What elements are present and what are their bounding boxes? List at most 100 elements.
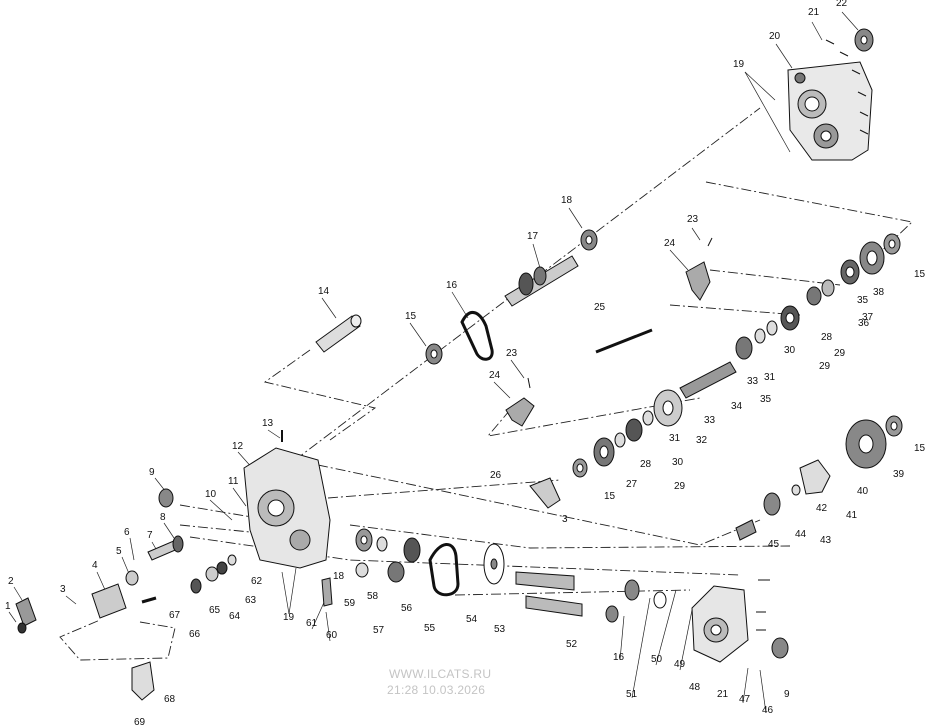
part-callout: 37 xyxy=(862,312,874,323)
part-callout: 15 xyxy=(604,491,616,502)
primary-shaft xyxy=(504,255,579,307)
part-callout: 21 xyxy=(808,7,820,18)
part-callout: 43 xyxy=(820,535,832,546)
part-callout: 10 xyxy=(205,489,217,500)
part-callout: 19 xyxy=(733,59,745,70)
part-callout: 57 xyxy=(373,625,385,636)
part-callout: 67 xyxy=(169,610,181,621)
part-callout: 39 xyxy=(893,469,905,480)
bearing xyxy=(425,343,443,365)
part-callout: 13 xyxy=(262,418,274,429)
part-callout: 18 xyxy=(561,195,573,206)
part-callout: 29 xyxy=(819,361,831,372)
part-callout: 31 xyxy=(669,433,681,444)
main-case xyxy=(243,430,331,569)
left-cover xyxy=(691,579,789,663)
part-callout: 28 xyxy=(821,332,833,343)
part-callout: 49 xyxy=(674,659,686,670)
part-callout: 1 xyxy=(5,601,11,612)
parts xyxy=(15,28,903,701)
part-callout: 45 xyxy=(768,539,780,550)
part-callout: 38 xyxy=(873,287,885,298)
part-callout: 47 xyxy=(739,694,751,705)
part-callout: 12 xyxy=(232,441,244,452)
watermark-site: WWW.ILCATS.RU xyxy=(389,667,492,681)
part-callout: 32 xyxy=(696,435,708,446)
part-callout: 35 xyxy=(857,295,869,306)
part-callout: 50 xyxy=(651,654,663,665)
part-callout: 48 xyxy=(689,682,701,693)
part-callout: 54 xyxy=(466,614,478,625)
part-callout: 8 xyxy=(160,512,166,523)
bearing xyxy=(580,229,598,251)
part-callout: 7 xyxy=(147,530,153,541)
drive-chain xyxy=(460,311,494,361)
part-callout: 28 xyxy=(640,459,652,470)
watermark-timestamp: 21:28 10.03.2026 xyxy=(387,683,486,697)
part-callout: 31 xyxy=(764,372,776,383)
part-callout: 26 xyxy=(490,470,502,481)
part-callout: 56 xyxy=(401,603,413,614)
leader-lines xyxy=(8,11,859,714)
part-callout: 30 xyxy=(672,457,684,468)
part-callout: 27 xyxy=(626,479,638,490)
part-callout: 11 xyxy=(228,476,239,487)
part-callout: 41 xyxy=(846,510,858,521)
part-callout: 66 xyxy=(189,629,201,640)
part-callout: 29 xyxy=(834,348,846,359)
part-callout: 24 xyxy=(489,370,501,381)
part-callout: 14 xyxy=(318,286,330,297)
part-callout: 53 xyxy=(494,624,506,635)
part-callout: 16 xyxy=(613,652,625,663)
part-callout: 5 xyxy=(116,546,122,557)
part-callout: 3 xyxy=(562,514,568,525)
lower-shafts xyxy=(321,528,667,623)
part-callout: 33 xyxy=(704,415,716,426)
part-callout: 19 xyxy=(283,612,295,623)
shift-rail xyxy=(595,328,653,354)
part-callout: 15 xyxy=(914,269,926,280)
left-parts xyxy=(15,488,237,701)
right-cover xyxy=(787,39,873,161)
part-callout: 65 xyxy=(209,605,221,616)
part-callout: 29 xyxy=(674,481,686,492)
gear-stack-output xyxy=(735,415,903,541)
part-callout: 59 xyxy=(344,598,356,609)
part-callout: 23 xyxy=(506,348,518,359)
part-callout: 15 xyxy=(914,443,926,454)
part-callout: 40 xyxy=(857,486,869,497)
part-callout: 68 xyxy=(164,694,176,705)
part-callout: 9 xyxy=(784,689,790,700)
part-callout: 44 xyxy=(795,529,807,540)
part-callout: 20 xyxy=(769,31,781,42)
part-callout: 64 xyxy=(229,611,241,622)
shift-fork xyxy=(505,377,535,427)
part-callout: 21 xyxy=(717,689,729,700)
part-callout: 60 xyxy=(326,630,338,641)
part-callout: 17 xyxy=(527,231,539,242)
part-callout: 58 xyxy=(367,591,379,602)
part-callout: 63 xyxy=(245,595,257,606)
part-callout: 3 xyxy=(60,584,66,595)
part-callout: 55 xyxy=(424,623,436,634)
part-callout: 16 xyxy=(446,280,458,291)
part-callout: 25 xyxy=(594,302,606,313)
part-callout: 36 xyxy=(858,318,870,329)
shift-fork xyxy=(685,237,713,301)
part-callout: 18 xyxy=(333,571,345,582)
detent-plate xyxy=(529,477,561,509)
part-callout: 4 xyxy=(92,560,98,571)
part-callout: 34 xyxy=(731,401,743,412)
part-callout: 42 xyxy=(816,503,828,514)
part-callout: 35 xyxy=(760,394,772,405)
part-callout: 61 xyxy=(306,618,318,629)
part-callout: 51 xyxy=(626,689,638,700)
part-callout: 23 xyxy=(687,214,699,225)
gear-stack-upper xyxy=(735,233,901,360)
countershaft xyxy=(679,361,737,399)
part-callout: 69 xyxy=(134,717,146,728)
bearing xyxy=(854,28,874,52)
part-callout: 62 xyxy=(251,576,263,587)
part-callout: 30 xyxy=(784,345,796,356)
